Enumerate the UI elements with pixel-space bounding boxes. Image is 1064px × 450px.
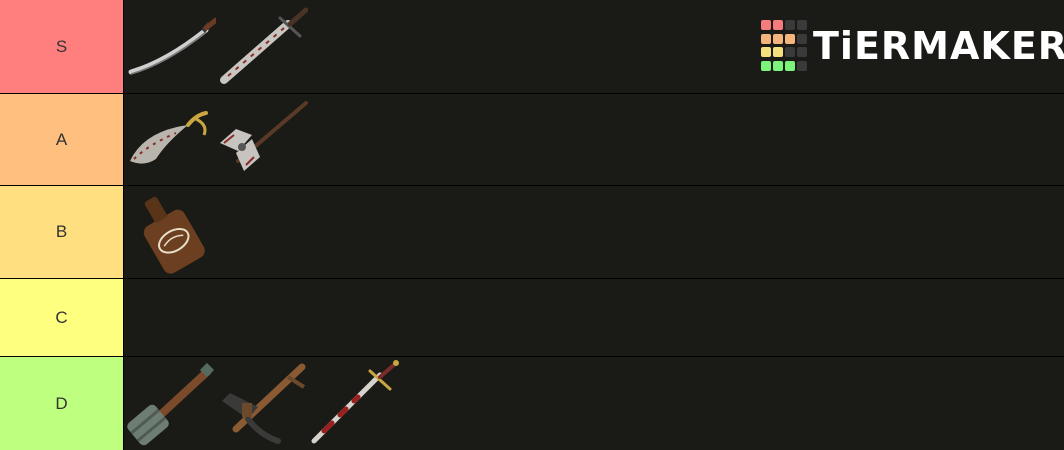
- logo-cell: [785, 60, 795, 71]
- logo-cell: [761, 60, 771, 71]
- tier-label-b[interactable]: B: [0, 186, 124, 278]
- pain-train-icon[interactable]: [126, 359, 216, 449]
- tier-items-a: [124, 94, 1064, 185]
- tier-items-d: [124, 357, 1064, 450]
- logo-cell: [773, 47, 783, 57]
- tier-label-d[interactable]: D: [0, 357, 124, 450]
- logo-grid-icon: [761, 20, 807, 72]
- tier-row-c: C: [0, 279, 1064, 356]
- logo-cell: [785, 47, 795, 57]
- logo-cell: [773, 33, 783, 44]
- claw-hammer-icon[interactable]: [218, 359, 308, 449]
- tier-label-s[interactable]: S: [0, 0, 124, 93]
- tiermaker-logo: TiERMAKER: [761, 20, 1064, 72]
- scotsmans-skullcutter-icon[interactable]: [218, 95, 308, 185]
- logo-cell: [785, 20, 795, 30]
- tier-row-b: B: [0, 186, 1064, 278]
- logo-cell: [761, 47, 771, 57]
- tier-items-c: [124, 279, 1064, 356]
- bottle-icon[interactable]: [126, 187, 216, 277]
- bloody-sword-icon[interactable]: [310, 359, 400, 449]
- tier-label-a[interactable]: A: [0, 94, 124, 185]
- logo-cell: [797, 47, 807, 57]
- logo-cell: [797, 20, 807, 30]
- tier-row-s: S: [0, 0, 1064, 93]
- claidheamh-mor-icon[interactable]: [218, 2, 308, 92]
- logo-cell: [773, 20, 783, 30]
- logo-cell: [761, 20, 771, 30]
- tier-row-a: A: [0, 94, 1064, 185]
- tier-label-c[interactable]: C: [0, 279, 124, 356]
- tier-items-b: [124, 186, 1064, 278]
- logo-text: TiERMAKER: [813, 24, 1064, 68]
- logo-cell: [761, 33, 771, 44]
- tier-items-s: [124, 0, 1064, 93]
- logo-cell: [785, 33, 795, 44]
- logo-cell: [773, 60, 783, 71]
- logo-cell: [797, 60, 807, 71]
- tier-row-d: D: [0, 357, 1064, 450]
- scimitar-icon[interactable]: [126, 95, 216, 185]
- logo-cell: [797, 33, 807, 44]
- katana-icon[interactable]: [126, 2, 216, 92]
